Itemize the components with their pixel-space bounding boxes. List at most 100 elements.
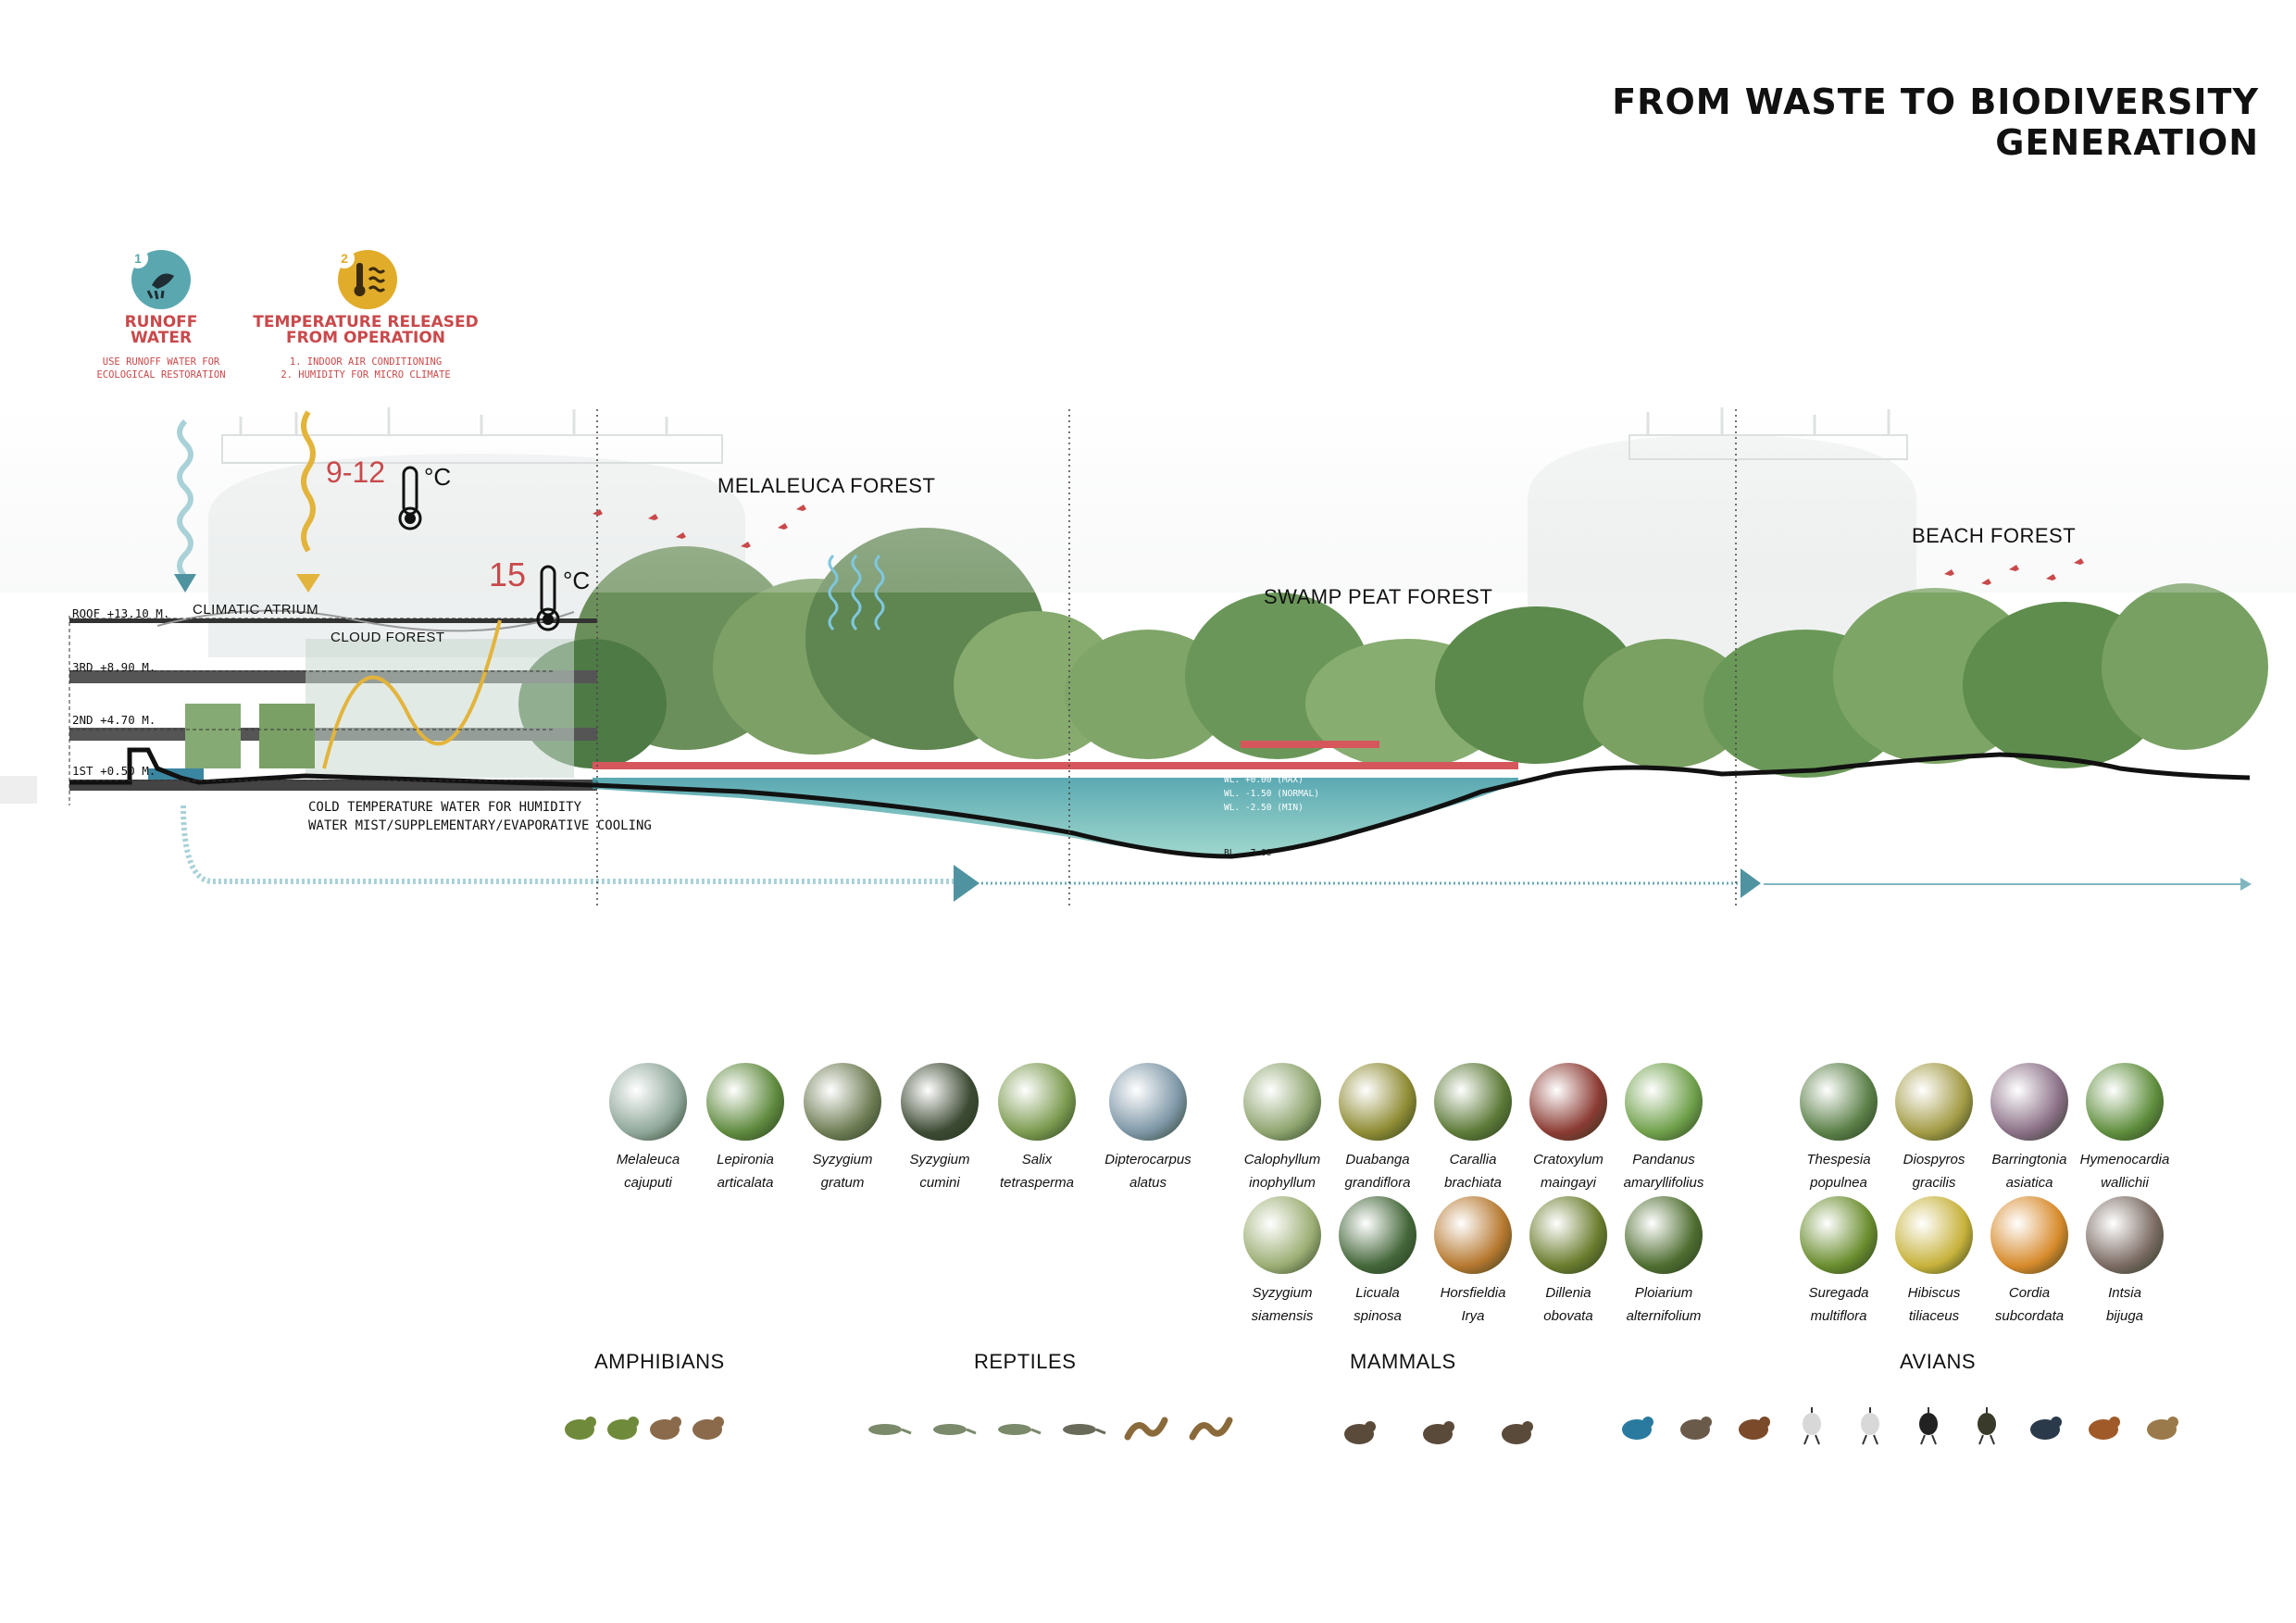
fauna-heading-avians: AVIANS	[1900, 1350, 1977, 1373]
kestrel-icon	[2089, 1417, 2120, 1440]
badge-heading: TEMPERATURE RELEASED	[253, 313, 479, 331]
species-photo	[706, 1063, 784, 1141]
ground-line	[69, 747, 2251, 859]
toad-icon	[693, 1417, 724, 1440]
species-photo	[901, 1063, 979, 1141]
species-photo	[1800, 1196, 1878, 1274]
badge-description: 1. INDOOR AIR CONDITIONING	[289, 356, 443, 368]
stork-icon	[1861, 1407, 1879, 1445]
badge-number: 1	[128, 248, 148, 268]
species-photo	[1895, 1063, 1973, 1141]
level-label: ROOF +13.10 M.	[72, 606, 170, 620]
badge-number: 2	[334, 248, 355, 268]
species-photo	[1800, 1063, 1878, 1141]
badge-description: USE RUNOFF WATER FOR	[102, 356, 220, 368]
badge-description: ECOLOGICAL RESTORATION	[96, 369, 226, 381]
swamp-canopy	[1065, 593, 1750, 768]
species-photo	[1990, 1063, 2068, 1141]
species-photo	[1109, 1063, 1187, 1141]
water-level: WL. -2.50 (MIN)	[1224, 803, 1304, 813]
zone-label-beach: BEACH FOREST	[1912, 524, 2077, 547]
species-photo	[1529, 1063, 1607, 1141]
species-photo	[1625, 1196, 1703, 1274]
species-photo	[1434, 1196, 1512, 1274]
thermometer-icon	[398, 466, 422, 531]
species-photo	[804, 1063, 881, 1141]
water-note: COLD TEMPERATURE WATER FOR HUMIDITY WATE…	[308, 798, 652, 835]
swallow-icon	[2030, 1417, 2062, 1440]
lizard-icon	[933, 1424, 977, 1435]
building-section	[0, 609, 597, 804]
species-photo	[1990, 1196, 2068, 1274]
species-photo	[1339, 1196, 1416, 1274]
species-photo	[1243, 1063, 1321, 1141]
cormorant-icon	[1919, 1407, 1938, 1445]
level-label: 1ST +0.50 M.	[72, 764, 156, 778]
species-photo	[1339, 1063, 1416, 1141]
species-photo	[998, 1063, 1076, 1141]
squirrel-icon	[1502, 1421, 1533, 1444]
temperature-unit: °C	[563, 567, 591, 594]
temperature-value: 9-12	[326, 456, 386, 489]
kingfisher-icon	[1622, 1417, 1653, 1440]
water-level: WL. -1.50 (NORMAL)	[1224, 789, 1319, 799]
temperature-value: 15	[489, 556, 527, 593]
species-photo	[1243, 1196, 1321, 1274]
bottom-level-label: BL. -7.00	[1224, 848, 1272, 858]
darter-icon	[1978, 1407, 1996, 1445]
zone-label-climatic-atrium: CLIMATIC ATRIUM	[193, 602, 319, 618]
duck-icon	[1680, 1417, 1712, 1440]
badge-heading: RUNOFF	[124, 313, 198, 331]
frog-icon	[607, 1417, 639, 1440]
stork-icon	[1803, 1407, 1821, 1445]
lizard-icon	[868, 1424, 912, 1435]
level-label: 2ND +4.70 M.	[72, 713, 156, 727]
level-label: 3RD +8.90 M.	[72, 660, 156, 674]
landscape-section	[0, 407, 2296, 907]
temperature-unit: °C	[424, 463, 452, 491]
lizard-icon	[998, 1424, 1042, 1435]
zone-label-swamp: SWAMP PEAT FOREST	[1264, 585, 1493, 608]
species-photo	[2086, 1196, 2164, 1274]
species-photo	[1625, 1063, 1703, 1141]
boardwalk	[593, 762, 1518, 769]
water-level: WL. +0.00 (MAX)	[1224, 775, 1304, 785]
thermometer-icon	[536, 565, 560, 631]
flow-arrow	[181, 805, 963, 884]
beach-canopy	[1703, 583, 2268, 778]
owl-icon	[2147, 1417, 2178, 1440]
frog-icon	[565, 1417, 596, 1440]
page-title: FROM WASTE TO BIODIVERSITY GENERATION	[1612, 81, 2259, 163]
snake-icon	[1124, 1417, 1168, 1441]
species-photo	[1529, 1196, 1607, 1274]
squirrel-icon	[1344, 1421, 1376, 1444]
fauna-heading-reptiles: REPTILES	[974, 1350, 1077, 1373]
iguana-icon	[1063, 1424, 1106, 1435]
water-note-line: WATER MIST/SUPPLEMENTARY/EVAPORATIVE COO…	[308, 818, 652, 833]
snake-icon	[1189, 1417, 1233, 1441]
species-photo	[1895, 1196, 1973, 1274]
zone-label-cloud-forest: CLOUD FOREST	[331, 630, 445, 645]
heat-waves-icon	[338, 250, 397, 309]
birds	[593, 505, 2084, 585]
